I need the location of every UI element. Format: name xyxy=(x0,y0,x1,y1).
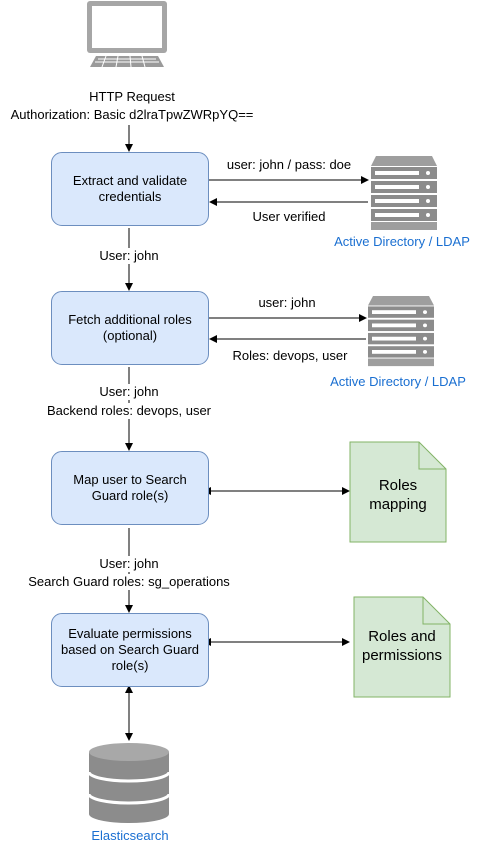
server-icon xyxy=(368,296,434,367)
roles-permissions-label: Roles and permissions xyxy=(361,628,443,664)
flow-user-label-2: User: john xyxy=(0,384,258,400)
flow-user-label-1: User: john xyxy=(84,248,174,264)
step-fetch-roles-label: Fetch additional roles (optional) xyxy=(68,312,192,343)
http-request-label: HTTP Request xyxy=(89,89,175,104)
ldap1-request-label: user: john / pass: doe xyxy=(214,157,364,173)
authorization-header-label: Authorization: Basic d2lraTpwZWRpYQ== xyxy=(10,107,254,122)
flow-backend-roles-label: Backend roles: devops, user xyxy=(0,403,258,419)
step-evaluate-permissions: Evaluate permissions based on Search Gua… xyxy=(51,613,209,687)
monitor-icon xyxy=(87,1,167,68)
elasticsearch-label: Elasticsearch xyxy=(91,828,169,843)
step-map-user: Map user to Search Guard role(s) xyxy=(51,451,209,525)
ldap1-response-label: User verified xyxy=(214,209,364,225)
server-icon xyxy=(371,156,437,230)
document-icon xyxy=(349,441,447,543)
ldap2-response-label: Roles: devops, user xyxy=(218,348,362,364)
step-extract-validate-label: Extract and validate credentials xyxy=(72,173,188,204)
roles-mapping-label: Roles mapping xyxy=(369,477,427,513)
ldap1-label: Active Directory / LDAP xyxy=(334,234,470,249)
step-extract-validate: Extract and validate credentials xyxy=(51,152,209,226)
ldap2-request-label: user: john xyxy=(222,295,352,311)
step-map-user-label: Map user to Search Guard role(s) xyxy=(73,472,187,503)
database-icon xyxy=(88,743,170,823)
step-evaluate-permissions-label: Evaluate permissions based on Search Gua… xyxy=(60,626,200,673)
step-fetch-roles: Fetch additional roles (optional) xyxy=(51,291,209,365)
ldap2-label: Active Directory / LDAP xyxy=(330,374,466,389)
flow-user-label-3: User: john xyxy=(0,556,258,572)
document-icon xyxy=(353,596,451,698)
flow-sg-roles-label: Search Guard roles: sg_operations xyxy=(0,574,258,590)
